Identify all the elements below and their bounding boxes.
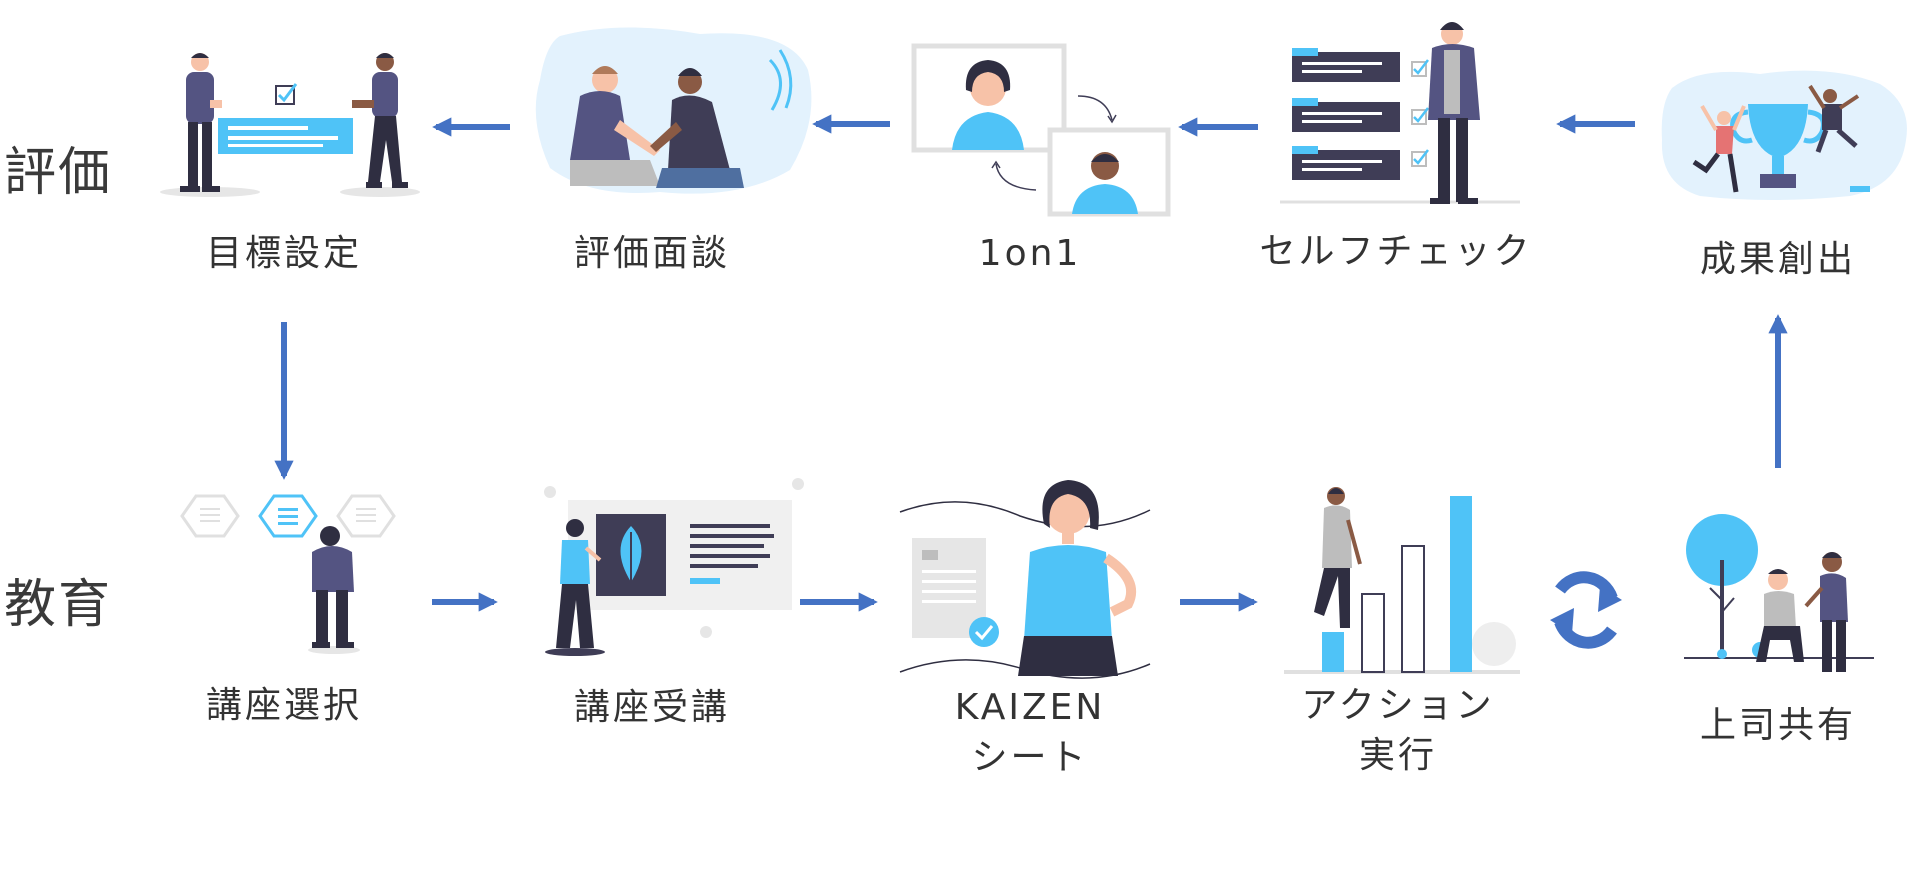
illustration-self-check	[1280, 22, 1520, 204]
step-label-eval-interview: 評価面談	[573, 233, 730, 274]
step-label-action-line1: アクション	[1301, 685, 1495, 726]
illustration-eval-interview	[535, 27, 812, 194]
step-label-goal-setting: 目標設定	[205, 233, 362, 274]
step-label-self-check: セルフチェック	[1259, 231, 1533, 272]
step-label-course-attendance: 講座受講	[573, 687, 730, 728]
step-label-1on1: 1on1	[978, 233, 1082, 274]
row-label-education: 教育	[4, 575, 113, 635]
illustration-kaizen-sheet	[899, 480, 1151, 679]
step-label-kaizen-line2: シート	[971, 737, 1089, 778]
step-label-boss-share: 上司共有	[1699, 705, 1856, 746]
illustration-action	[1284, 487, 1520, 674]
illustration-goal-setting	[160, 53, 420, 197]
row-label-evaluation: 評価	[4, 143, 113, 203]
illustration-boss-share	[1684, 514, 1874, 672]
illustration-course-selection	[180, 494, 396, 654]
illustration-result-creation	[1661, 70, 1907, 201]
step-label-kaizen-line1: KAIZEN	[954, 687, 1106, 728]
illustration-course-attendance	[544, 478, 804, 656]
illustration-1on1	[911, 43, 1171, 217]
step-label-course-selection: 講座選択	[205, 685, 362, 726]
step-label-result-creation: 成果創出	[1699, 239, 1856, 280]
step-label-action-line2: 実行	[1358, 735, 1437, 776]
refresh-cycle-icon	[1550, 571, 1622, 649]
